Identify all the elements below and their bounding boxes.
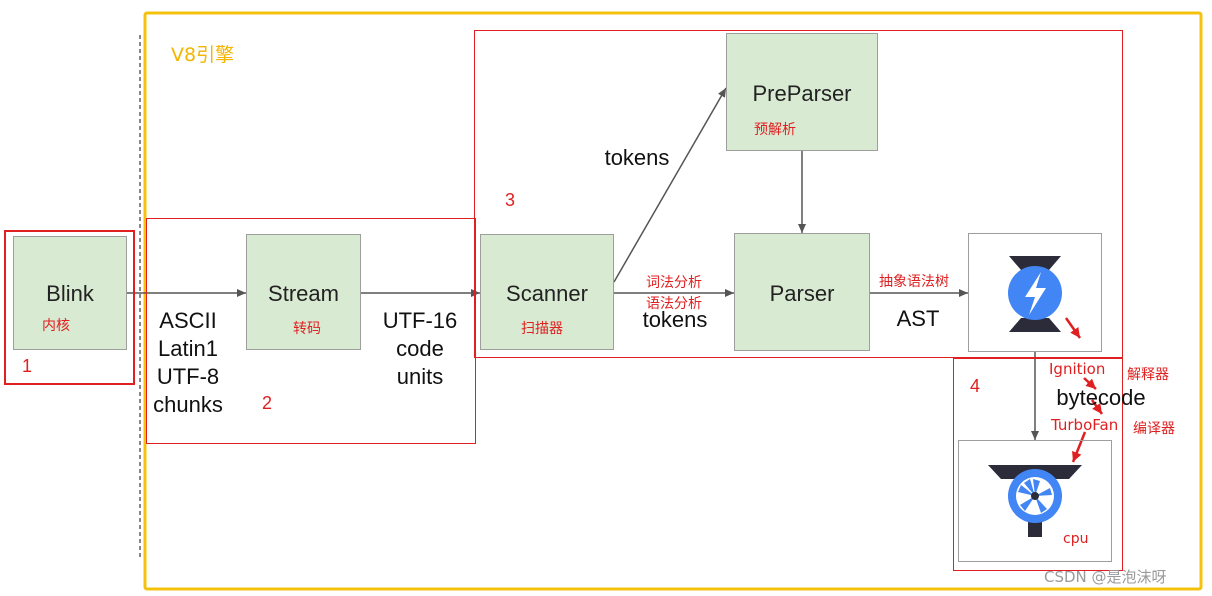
- stream-title: Stream: [268, 281, 339, 306]
- region-number-3: 3: [505, 190, 516, 210]
- region-number-4: 4: [970, 376, 981, 396]
- annotation-ignition-desc: 解释器: [1127, 367, 1169, 383]
- turbofan-icon: [988, 465, 1082, 537]
- blink-title: Blink: [46, 281, 94, 306]
- edge-label-scanner-parser: tokens: [642, 307, 708, 332]
- watermark: CSDN @是泡沫呀: [1044, 568, 1167, 586]
- region-number-2: 2: [262, 393, 273, 413]
- preparser-title: PreParser: [752, 81, 852, 106]
- ignition-icon: [1008, 256, 1062, 332]
- ignition-node: [968, 233, 1102, 352]
- turbofan-note: cpu: [1063, 531, 1089, 547]
- preparser-note: 预解析: [754, 122, 796, 138]
- edge-label-ast: AST: [896, 306, 940, 331]
- scanner-node: Scanner 扫描器: [480, 234, 614, 350]
- edge-label-scanner-preparser: tokens: [604, 145, 670, 170]
- v8-engine-frame: [143, 11, 1203, 591]
- scanner-note: 扫描器: [521, 321, 563, 337]
- parser-node: Parser: [734, 233, 870, 351]
- red-arrow-ignition: [1064, 317, 1082, 339]
- scanner-title: Scanner: [506, 281, 588, 306]
- red-arrow-bytecode: [1083, 377, 1097, 390]
- preparser-node: PreParser 预解析: [726, 33, 878, 151]
- stream-note: 转码: [293, 321, 321, 337]
- edge-scanner-preparser: [613, 87, 727, 283]
- red-arrow-turbofan: [1071, 431, 1087, 463]
- region-1-box: [4, 230, 135, 385]
- red-arrow-bytecode-2: [1090, 399, 1104, 415]
- edge-note-syntax: 语法分析: [646, 296, 702, 312]
- blink-node: Blink 内核: [13, 236, 127, 350]
- turbofan-node: cpu: [958, 440, 1112, 562]
- edge-note-lexical: 词法分析: [646, 275, 702, 291]
- annotation-turbofan-desc: 编译器: [1133, 421, 1175, 437]
- edge-note-ast: 抽象语法树: [879, 274, 949, 290]
- region-2-box: [146, 218, 476, 444]
- region-3-box: [474, 30, 1123, 358]
- region-4-box: [953, 358, 1123, 571]
- annotation-ignition: Ignition: [1049, 360, 1106, 378]
- edge-label-blink-stream: ASCII Latin1 UTF-8 chunks: [153, 308, 223, 417]
- parser-title: Parser: [769, 281, 835, 306]
- engine-label: V8引擎: [171, 44, 235, 66]
- edge-label-bytecode: bytecode: [1056, 385, 1146, 410]
- blink-note: 内核: [42, 318, 70, 334]
- region-number-1: 1: [22, 356, 33, 376]
- edge-label-stream-scanner: UTF-16 code units: [382, 308, 458, 389]
- stream-node: Stream 转码: [246, 234, 361, 350]
- annotation-turbofan: TurboFan: [1051, 416, 1119, 434]
